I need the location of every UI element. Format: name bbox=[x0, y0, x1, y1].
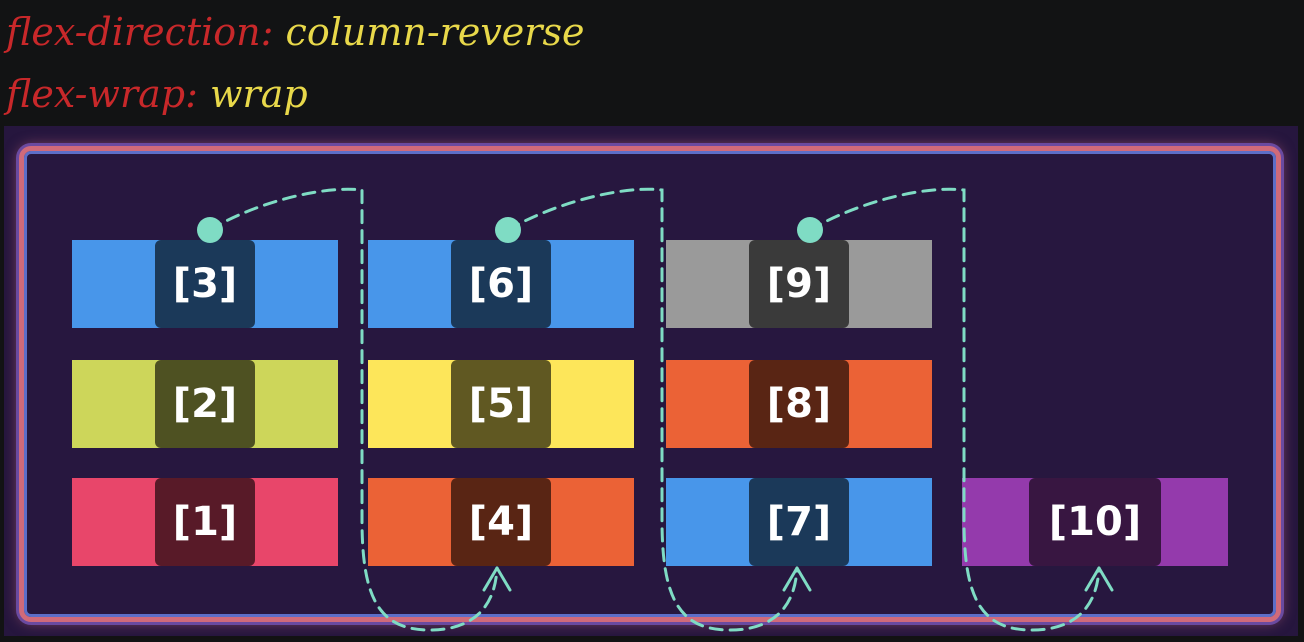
flex-item-label: [4] bbox=[451, 478, 551, 566]
flex-item-label: [6] bbox=[451, 240, 551, 328]
flex-item-6: [6] bbox=[368, 240, 634, 328]
flex-item-3: [3] bbox=[72, 240, 338, 328]
flex-wrap-property: flex-wrap: bbox=[6, 72, 198, 116]
flex-item-5: [5] bbox=[368, 360, 634, 448]
flex-item-label: [10] bbox=[1029, 478, 1161, 566]
flex-item-10: [10] bbox=[962, 478, 1228, 566]
flex-wrap-value: wrap bbox=[210, 72, 308, 116]
flex-item-7: [7] bbox=[666, 478, 932, 566]
flex-item-label: [8] bbox=[749, 360, 849, 448]
flex-item-label: [3] bbox=[155, 240, 255, 328]
flex-item-label: [9] bbox=[749, 240, 849, 328]
flex-item-9: [9] bbox=[666, 240, 932, 328]
flex-item-label: [2] bbox=[155, 360, 255, 448]
flex-direction-property: flex-direction: bbox=[6, 10, 274, 54]
flex-item-label: [7] bbox=[749, 478, 849, 566]
flex-wrap-line: flex-wrap: wrap bbox=[6, 72, 308, 116]
flex-item-1: [1] bbox=[72, 478, 338, 566]
flex-direction-value: column-reverse bbox=[285, 10, 585, 54]
flex-item-8: [8] bbox=[666, 360, 932, 448]
flex-item-4: [4] bbox=[368, 478, 634, 566]
flex-item-label: [5] bbox=[451, 360, 551, 448]
flex-direction-line: flex-direction: column-reverse bbox=[6, 10, 584, 54]
flex-item-label: [1] bbox=[155, 478, 255, 566]
flex-item-2: [2] bbox=[72, 360, 338, 448]
